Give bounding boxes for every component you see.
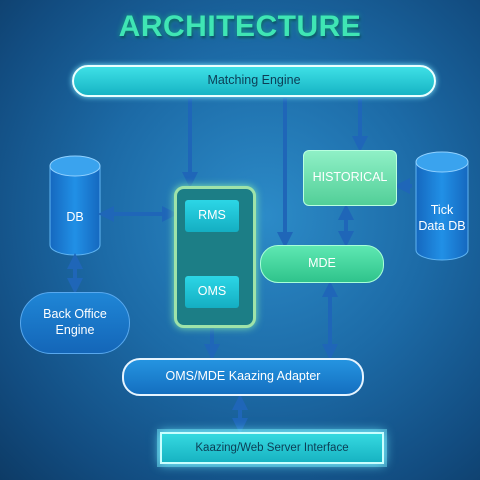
page-title: ARCHITECTURE	[118, 10, 362, 43]
oms-node: OMS	[185, 276, 239, 308]
rms-node: RMS	[185, 200, 239, 232]
tick-db-cylinder	[415, 151, 469, 261]
web-server-interface-node: Kaazing/Web Server Interface	[157, 429, 387, 467]
tick-db-label: Tick Data DB	[416, 203, 468, 234]
matching-engine-node: Matching Engine	[72, 65, 436, 97]
back-office-label-line1: Back Office	[43, 307, 107, 322]
db-cylinder	[49, 155, 101, 256]
historical-node: HISTORICAL	[303, 150, 397, 206]
mde-node: MDE	[260, 245, 384, 283]
tick-db-label-line2: Data DB	[418, 218, 466, 233]
back-office-label-line2: Engine	[55, 323, 95, 337]
kaazing-adapter-node: OMS/MDE Kaazing Adapter	[122, 358, 364, 396]
back-office-engine-node: Back Office Engine	[20, 292, 130, 354]
db-label: DB	[66, 210, 84, 224]
tick-db-label-line1: Tick	[430, 203, 454, 217]
